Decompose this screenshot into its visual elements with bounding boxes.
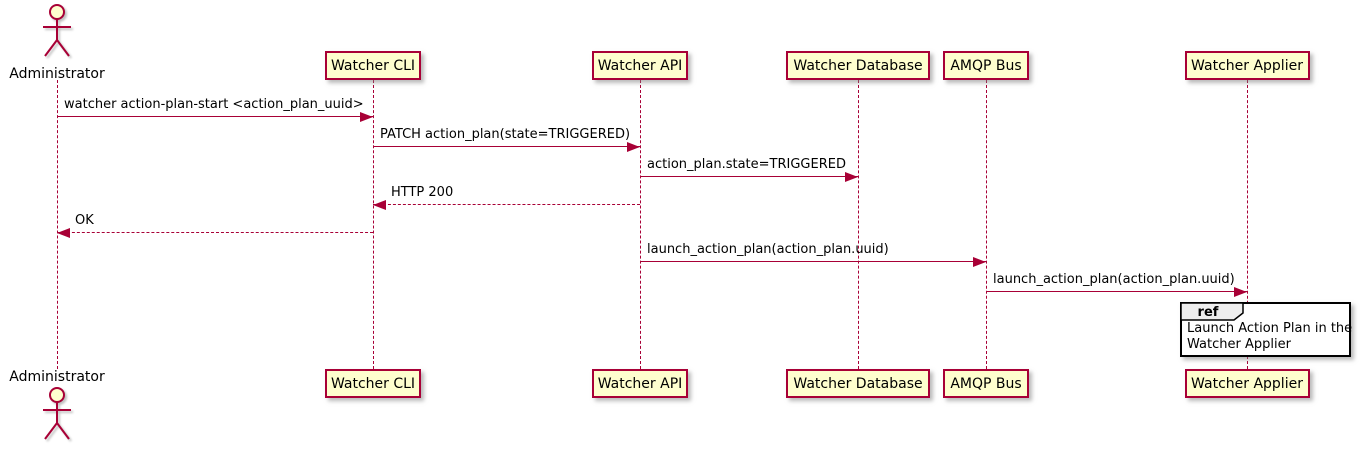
participant-watcher-api-label: Watcher API <box>597 57 683 74</box>
message-5-arrowhead-icon <box>57 228 70 238</box>
message-7-arrowhead-icon <box>1234 287 1247 297</box>
message-2-arrowhead-icon <box>627 142 640 152</box>
participant-watcher-applier-top-box: Watcher Applier <box>1184 51 1310 80</box>
message-1-label: watcher action-plan-start <action_plan_u… <box>64 97 364 112</box>
message-6-arrowhead-icon <box>973 257 986 267</box>
message-7-line <box>986 291 1247 292</box>
message-1-line <box>57 116 373 117</box>
message-4-line <box>373 204 640 205</box>
message-4-arrowhead-icon <box>373 200 386 210</box>
message-7-label: launch_action_plan(action_plan.uuid) <box>993 272 1235 287</box>
person-icon <box>43 387 71 440</box>
message-2-label: PATCH action_plan(state=TRIGGERED) <box>380 127 631 142</box>
message-1-arrowhead-icon <box>360 112 373 122</box>
ref-text-line: Watcher Applier <box>1187 337 1291 352</box>
actor-administrator-top-label: Administrator <box>9 66 105 82</box>
lifeline-watcher-applier <box>1247 80 1248 369</box>
lifeline-watcher-database <box>858 80 859 369</box>
participant-amqp-bus-label: AMQP Bus <box>950 57 1022 74</box>
participant-watcher-database-label: Watcher Database <box>793 57 923 74</box>
lifeline-administrator <box>57 80 58 369</box>
participant-watcher-applier-label: Watcher Applier <box>1191 375 1303 392</box>
actor-administrator-bottom-label: Administrator <box>9 369 105 385</box>
lifeline-amqp-bus <box>986 80 987 369</box>
lifeline-watcher-cli <box>373 80 374 369</box>
participant-amqp-bus-top-box: AMQP Bus <box>943 51 1029 80</box>
participant-watcher-api-top-box: Watcher API <box>592 51 688 80</box>
participant-watcher-api-bottom-box: Watcher API <box>592 369 688 398</box>
participant-watcher-applier-bottom-box: Watcher Applier <box>1184 369 1310 398</box>
message-6-label: launch_action_plan(action_plan.uuid) <box>647 242 889 257</box>
message-6-line <box>640 261 986 262</box>
message-5-line <box>57 232 373 233</box>
participant-watcher-cli-top-box: Watcher CLI <box>325 51 421 80</box>
person-icon <box>43 4 71 57</box>
participant-amqp-bus-bottom-box: AMQP Bus <box>943 369 1029 398</box>
message-2-line <box>373 146 640 147</box>
actor-administrator-top-figure <box>35 1 79 67</box>
ref-header-pentagon-icon <box>1180 302 1246 326</box>
participant-watcher-database-label: Watcher Database <box>793 375 923 392</box>
participant-watcher-cli-bottom-box: Watcher CLI <box>325 369 421 398</box>
participant-watcher-api-label: Watcher API <box>597 375 683 392</box>
message-3-arrowhead-icon <box>845 172 858 182</box>
participant-watcher-applier-label: Watcher Applier <box>1191 57 1303 74</box>
message-5-label: OK <box>75 213 94 228</box>
message-4-label: HTTP 200 <box>391 185 454 200</box>
participant-watcher-database-bottom-box: Watcher Database <box>786 369 930 398</box>
lifeline-watcher-api <box>640 80 641 369</box>
ref-keyword: ref <box>1197 305 1219 320</box>
participant-amqp-bus-label: AMQP Bus <box>950 375 1022 392</box>
participant-watcher-database-top-box: Watcher Database <box>786 51 930 80</box>
ref-text-line: Launch Action Plan in the <box>1187 321 1353 336</box>
actor-administrator-bottom-figure <box>35 384 79 450</box>
message-3-line <box>640 176 858 177</box>
message-3-label: action_plan.state=TRIGGERED <box>647 157 846 172</box>
participant-watcher-cli-label: Watcher CLI <box>330 375 416 392</box>
participant-watcher-cli-label: Watcher CLI <box>330 57 416 74</box>
